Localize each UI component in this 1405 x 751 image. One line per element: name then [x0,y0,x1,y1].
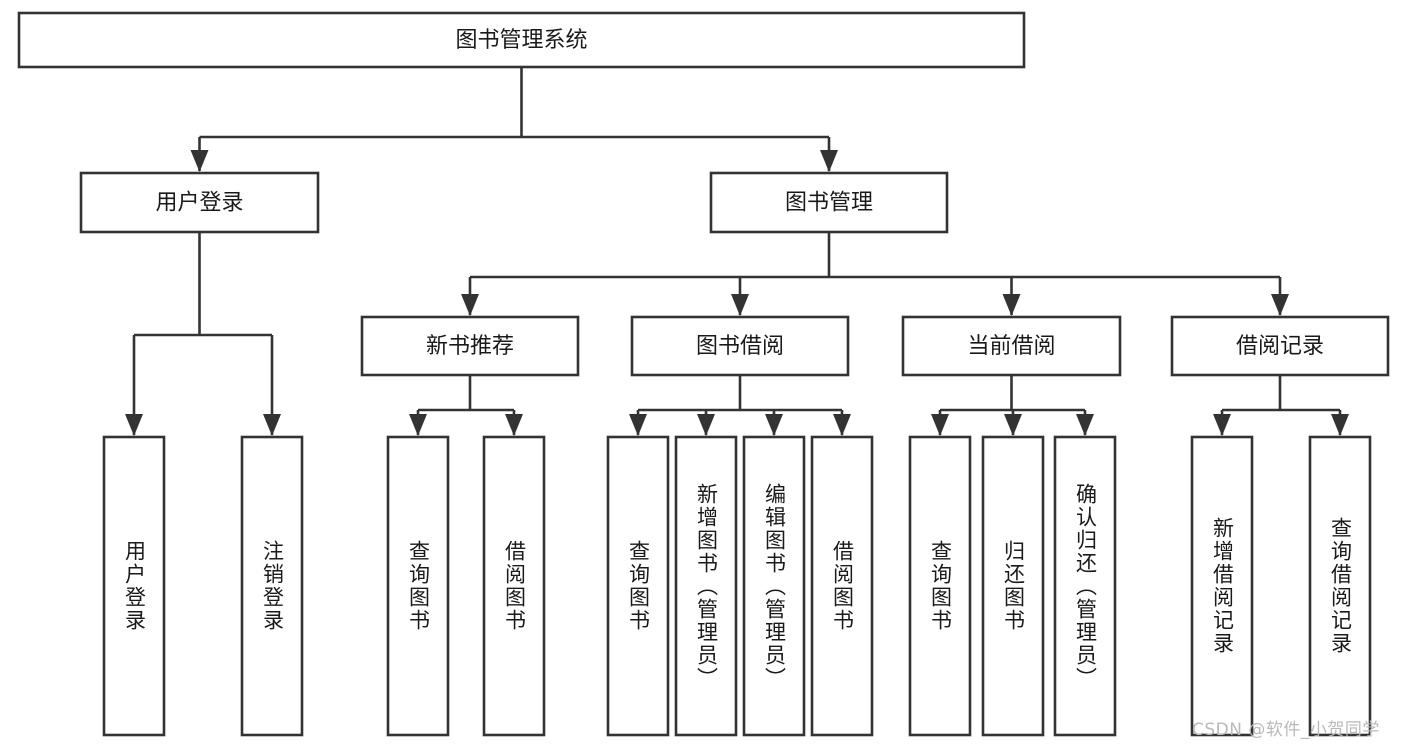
node-box-book-manage[interactable] [709,171,949,234]
node-box-new-book-recommend[interactable] [360,315,580,377]
arrow-head-icon-new-book-recommend [461,294,479,316]
node-box-record-add[interactable] [1190,435,1254,737]
node-box-current-confirm-return[interactable] [1053,435,1117,737]
node-label-book-borrow: 图书借阅 [696,334,784,359]
arrow-head-icon-borrow-record [1271,294,1289,316]
node-box-user-logout[interactable] [240,435,304,737]
node-box-record-query[interactable] [1308,435,1372,737]
node-box-user-login[interactable] [79,171,320,234]
arrow-head-icon-recommend-borrow-book [505,414,523,436]
node-label-borrow-record: 借阅记录 [1236,334,1324,359]
node-label-new-book-recommend: 新书推荐 [426,334,514,359]
node-box-borrow-add-book[interactable] [674,435,738,737]
node-box-current-borrow[interactable] [901,315,1122,377]
node-box-book-borrow[interactable] [630,315,850,377]
node-box-borrow-record[interactable] [1170,315,1390,377]
node-box-current-return-book[interactable] [981,435,1045,737]
node-box-root[interactable] [17,11,1026,69]
arrow-head-icon-current-query-book [931,414,949,436]
node-label-book-manage: 图书管理 [785,191,873,216]
arrow-head-icon-borrow-query-book [629,414,647,436]
node-box-recommend-query-book[interactable] [386,435,450,737]
arrow-head-icon-book-borrow [731,294,749,316]
node-box-borrow-edit-book[interactable] [742,435,806,737]
node-label-root: 图书管理系统 [455,28,587,53]
arrow-head-icon-borrow-borrow-book [833,414,851,436]
arrow-head-icon-current-confirm-return [1076,414,1094,436]
arrow-head-icon-record-add [1213,414,1231,436]
node-label-current-borrow: 当前借阅 [967,334,1055,359]
arrow-head-icon-recommend-query-book [409,414,427,436]
arrow-head-icon-borrow-edit-book [765,414,783,436]
arrow-head-icon-current-return-book [1004,414,1022,436]
node-box-borrow-query-book[interactable] [606,435,670,737]
arrow-head-icon-user-login-do [125,414,143,436]
csdn-watermark: CSDN @软件_小贺同学 [1192,720,1380,740]
node-box-recommend-borrow-book[interactable] [482,435,546,737]
node-box-user-login-do[interactable] [102,435,166,737]
arrow-head-icon-book-manage [820,150,838,172]
node-label-user-login: 用户登录 [155,191,243,216]
node-box-borrow-borrow-book[interactable] [810,435,874,737]
arrow-head-icon-user-logout [263,414,281,436]
arrow-head-icon-current-borrow [1002,294,1021,316]
arrow-head-icon-borrow-add-book [697,414,715,436]
arrow-head-icon-record-query [1331,414,1349,436]
arrow-head-icon-user-login [190,150,209,172]
node-box-current-query-book[interactable] [908,435,972,737]
